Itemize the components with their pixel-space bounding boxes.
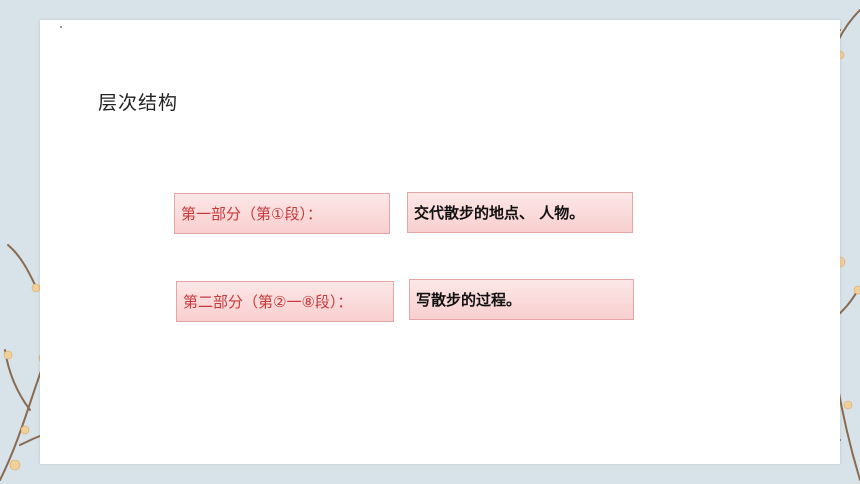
- slide-canvas: 层次结构 第一部分（第①段）： 交代散步的地点、 人物。 第二部分（第②一⑧段）…: [40, 20, 840, 464]
- part-two-desc-box: 写散步的过程。: [409, 279, 634, 320]
- corner-dot: [60, 26, 62, 28]
- part-two-label: 第二部分（第②一⑧段）：: [183, 293, 353, 311]
- slide-title: 层次结构: [98, 92, 179, 114]
- part-one-desc-box: 交代散步的地点、 人物。: [407, 192, 633, 233]
- part-two-label-box: 第二部分（第②一⑧段）：: [176, 281, 394, 322]
- part-one-desc: 交代散步的地点、 人物。: [414, 204, 585, 222]
- part-two-desc: 写散步的过程。: [416, 291, 522, 309]
- part-one-label-box: 第一部分（第①段）：: [174, 193, 390, 234]
- part-one-label: 第一部分（第①段）：: [181, 205, 322, 223]
